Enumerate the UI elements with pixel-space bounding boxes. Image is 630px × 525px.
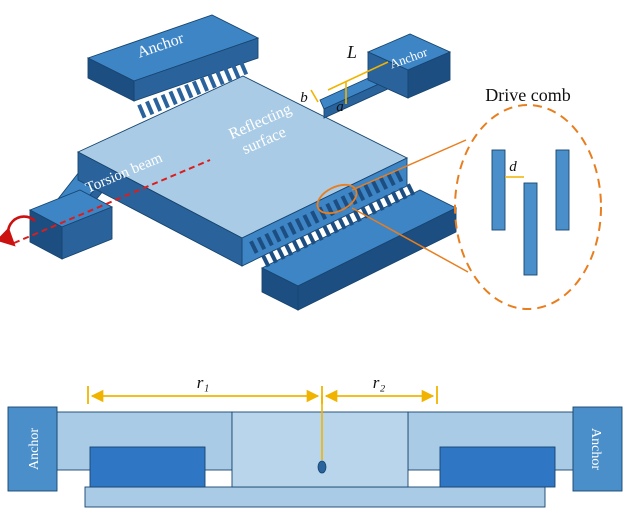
- front-anchor-right: [572, 406, 623, 492]
- front-anchor-left-label: Anchor: [27, 428, 42, 470]
- comb-teeth-top-anchor: [137, 59, 251, 119]
- drive-comb-title: Drive comb: [485, 85, 570, 105]
- comb-highlight-ellipse: [316, 183, 358, 215]
- comb-finger-left: [491, 149, 506, 231]
- dim-d-label: d: [509, 159, 517, 175]
- rotation-arrow: [0, 215, 36, 247]
- callout-ellipse: [454, 104, 602, 310]
- dim-a-label: a: [336, 99, 344, 115]
- dim-L-line: [327, 61, 389, 91]
- electrode-right: [439, 446, 556, 488]
- dim-b-label: b: [300, 90, 308, 106]
- electrode-left: [89, 446, 206, 488]
- comb-finger-right: [555, 149, 570, 231]
- anchor-top-left-side: [87, 57, 135, 102]
- substrate-strip: [84, 486, 546, 508]
- comb-teeth-plate-edge: [249, 168, 405, 254]
- center-plate: [231, 411, 409, 488]
- dim-r1-label: r₁: [197, 373, 210, 392]
- mirror-plate-front-left: [77, 151, 243, 267]
- dim-r2-label: r₂: [373, 373, 386, 392]
- comb-finger-middle: [523, 182, 538, 276]
- anchor-right-block-side: [407, 51, 451, 99]
- front-view: Anchor Anchor r₁ r₂: [7, 373, 623, 508]
- dim-L-label: L: [346, 42, 357, 62]
- fixed-comb-bar-side: [261, 267, 299, 311]
- anchor-left-block-side: [29, 209, 63, 260]
- callout-leader-bottom: [351, 207, 469, 273]
- pivot-point: [317, 460, 327, 474]
- drive-comb-callout: Drive comb d: [316, 85, 602, 310]
- comb-teeth-fixed-bar: [257, 182, 417, 270]
- front-anchor-left: [7, 406, 58, 492]
- torsion-axis-line: [13, 159, 211, 244]
- front-anchor-right-label: Anchor: [588, 428, 603, 470]
- dim-b-tick: [310, 89, 319, 103]
- iso-view: Anchor Reflecting surface Torsion beam A…: [0, 14, 458, 311]
- callout-leader-top: [351, 139, 467, 191]
